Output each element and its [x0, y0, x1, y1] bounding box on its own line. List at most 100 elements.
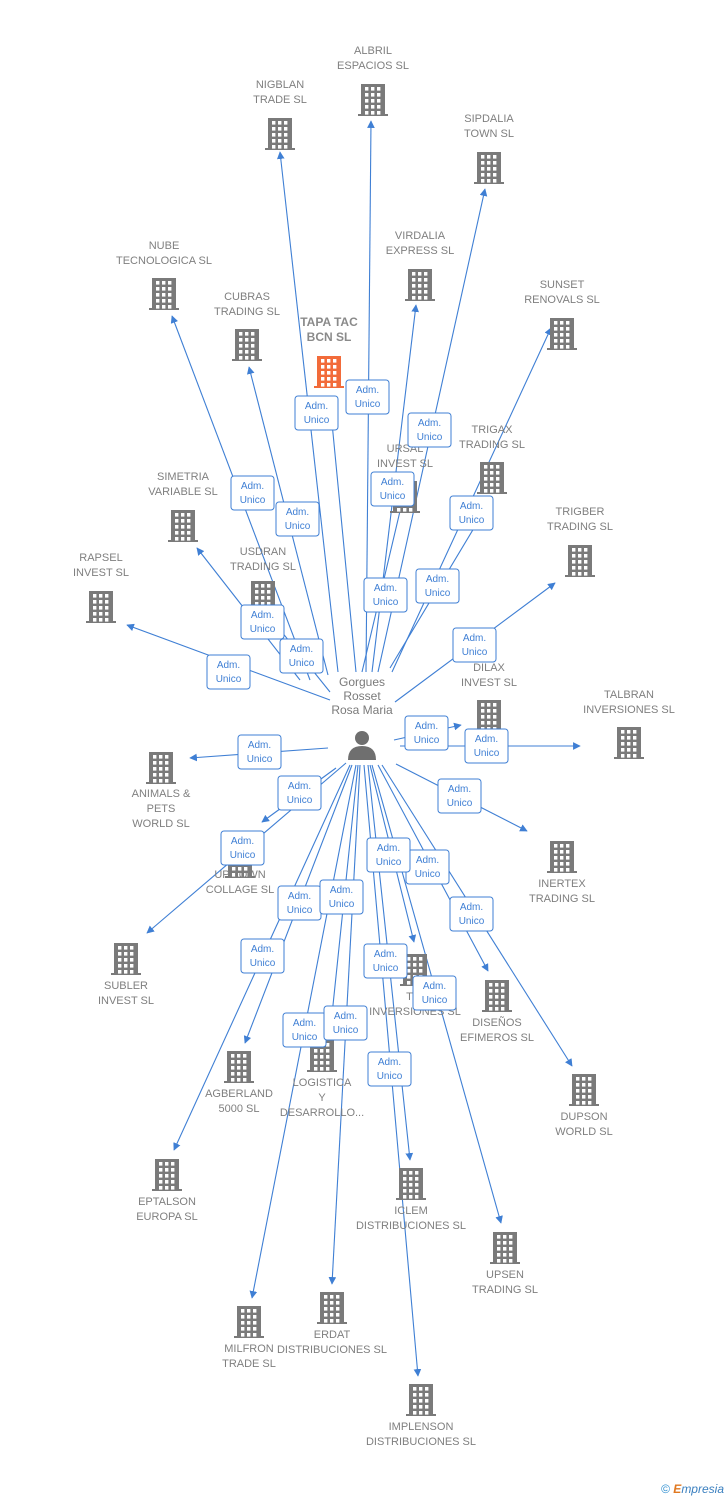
- company-label-dilax: DILAX: [473, 662, 505, 674]
- role-badge-text: Adm.: [448, 784, 471, 795]
- company-node-albril[interactable]: ALBRIL ESPACIOS SL: [337, 45, 409, 116]
- building-icon: [358, 84, 388, 116]
- company-label-cubras: CUBRAS: [224, 291, 270, 303]
- company-label-simetria: SIMETRIA: [157, 471, 210, 483]
- company-label-upsen: TRADING SL: [472, 1284, 538, 1296]
- role-badge-trigber: Adm.Unico: [452, 627, 497, 663]
- company-label-simetria: VARIABLE SL: [148, 486, 218, 498]
- company-label-tapatac: TAPA TAC: [300, 315, 358, 329]
- company-label-albril: ESPACIOS SL: [337, 60, 409, 72]
- role-badge-text: Adm.: [251, 610, 274, 621]
- role-badge-text: Unico: [425, 588, 451, 599]
- role-badge-tri: Adm.Unico: [363, 943, 408, 979]
- company-label-sipdalia: SIPDALIA: [464, 113, 514, 125]
- role-badge-text: Adm.: [460, 501, 483, 512]
- company-label-usdran: USDRAN: [240, 546, 287, 558]
- role-badge-text: Unico: [459, 916, 485, 927]
- company-label-trigax: TRADING SL: [459, 439, 525, 451]
- role-badge-inertex: Adm. Unico: [437, 778, 482, 814]
- building-icon: [317, 1292, 347, 1324]
- role-badge-text: Unico: [474, 748, 500, 759]
- role-badge-text: Unico: [380, 491, 406, 502]
- role-badge-text: Unico: [247, 754, 273, 765]
- company-label-rapsel: RAPSEL: [79, 552, 122, 564]
- role-badge-text: Unico: [417, 432, 443, 443]
- company-label-subler: SUBLER: [104, 980, 148, 992]
- company-label-sunset: SUNSET: [540, 279, 585, 291]
- company-label-animals: PETS: [147, 803, 176, 815]
- role-badge-text: Adm.: [288, 891, 311, 902]
- role-badge-text: Unico: [216, 674, 242, 685]
- company-label-sipdalia: TOWN SL: [464, 128, 514, 140]
- role-badge-disenos: Adm.Unico: [405, 849, 450, 885]
- company-label-logistica: Y: [318, 1092, 326, 1104]
- role-badge-text: Adm.: [288, 781, 311, 792]
- building-icon: [490, 1232, 520, 1264]
- role-badge-text: Unico: [376, 857, 402, 868]
- company-label-eptalson: EPTALSON: [138, 1196, 196, 1208]
- building-icon: [111, 943, 141, 975]
- company-label-tapatac: BCN SL: [307, 330, 352, 344]
- company-label-nube: TECNOLOGICA SL: [116, 255, 212, 267]
- role-badge-text: Unico: [462, 647, 488, 658]
- building-icon: [547, 841, 577, 873]
- role-badge-nube: Adm.Unico: [230, 475, 275, 511]
- company-label-subler: INVEST SL: [98, 995, 154, 1007]
- role-badge-text: Unico: [447, 798, 473, 809]
- company-node-logistica[interactable]: LOGISTICAYDESARROLLO...: [280, 1040, 364, 1119]
- role-badge-virdalia: Adm.Unico: [363, 577, 408, 613]
- building-icon: [224, 1051, 254, 1083]
- role-badge-tapatac: Adm.Unico: [294, 395, 339, 431]
- role-badge-upsen: Adm.Unico: [412, 975, 457, 1011]
- building-icon: [234, 1306, 264, 1338]
- company-node-simetria[interactable]: SIMETRIA VARIABLE SL: [148, 471, 218, 542]
- building-icon: [146, 752, 176, 784]
- role-badge-talbran: Adm.Unico: [464, 728, 509, 764]
- role-badge-sunset: Adm.Unico: [449, 495, 494, 531]
- role-badge-dilax: Adm.Unico: [404, 715, 449, 751]
- role-badge-rapsel: Adm.Unico: [206, 654, 251, 690]
- building-icon: [396, 1168, 426, 1200]
- role-badge-text: Unico: [289, 658, 315, 669]
- role-badge-animals: Adm.Unico: [237, 734, 282, 770]
- building-icon: [86, 591, 116, 623]
- role-badge-eptalson: Adm.Unico: [240, 938, 285, 974]
- company-node-sipdalia[interactable]: SIPDALIA TOWN SL: [464, 113, 514, 184]
- company-label-inertex: TRADING SL: [529, 893, 595, 905]
- role-badge-iclem: Adm.Unico: [366, 837, 411, 873]
- role-badge-text: Adm.: [293, 1018, 316, 1029]
- company-label-ursal: INVEST SL: [377, 458, 433, 470]
- building-icon: [614, 727, 644, 759]
- role-badge-text: Adm.: [356, 385, 379, 396]
- company-label-albril: ALBRIL: [354, 45, 392, 57]
- role-badge-uptown: Adm.Unico: [277, 775, 322, 811]
- company-node-subler[interactable]: SUBLER INVEST SL: [98, 943, 154, 1007]
- company-label-milfron: TRADE SL: [222, 1358, 276, 1370]
- company-label-erdat: DISTRIBUCIONES SL: [277, 1344, 387, 1356]
- role-badge-text: Adm.: [290, 644, 313, 655]
